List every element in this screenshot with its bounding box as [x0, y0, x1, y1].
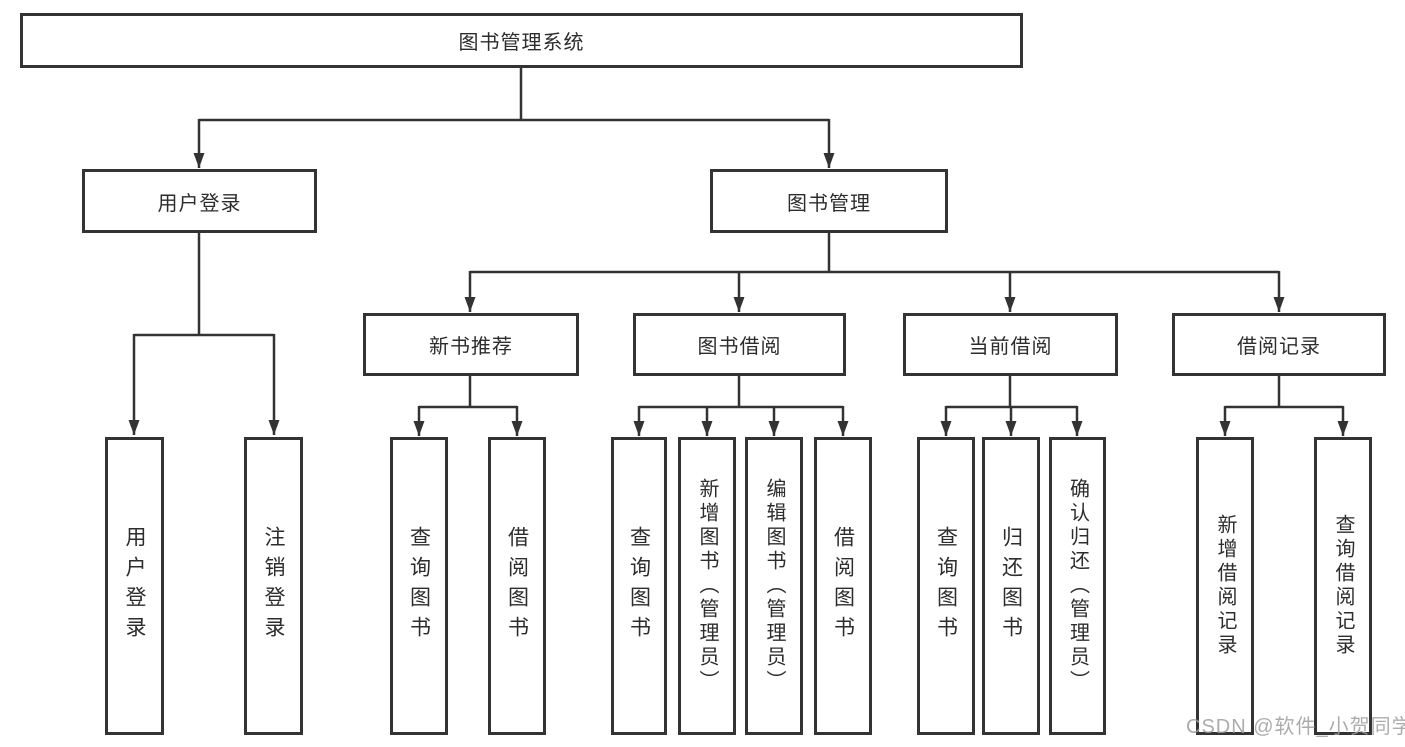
leaf-logout: 注销登录	[244, 437, 303, 735]
csdn-watermark: CSDN @软件_小贺同学	[1186, 716, 1405, 738]
leaf-recommend-borrow-books: 借阅图书	[488, 437, 546, 735]
node-current-borrow: 当前借阅	[903, 313, 1118, 376]
leaf-add-borrow-record: 新增借阅记录	[1196, 437, 1254, 735]
leaf-current-query-books: 查询图书	[917, 437, 975, 735]
leaf-confirm-return-admin: 确认归还（管理员）	[1049, 437, 1106, 735]
leaf-return-books: 归还图书	[982, 437, 1040, 735]
leaf-user-login: 用户登录	[105, 437, 164, 735]
node-root-system: 图书管理系统	[20, 13, 1023, 68]
node-user-login: 用户登录	[82, 169, 317, 233]
node-borrow-records: 借阅记录	[1172, 313, 1386, 376]
node-book-management: 图书管理	[710, 169, 948, 233]
leaf-borrow-query-books: 查询图书	[611, 437, 667, 735]
leaf-add-book-admin: 新增图书（管理员）	[678, 437, 736, 735]
node-book-borrow: 图书借阅	[633, 313, 846, 376]
node-new-book-recommend: 新书推荐	[363, 313, 579, 376]
leaf-borrow-books: 借阅图书	[814, 437, 872, 735]
leaf-edit-book-admin: 编辑图书（管理员）	[745, 437, 803, 735]
leaf-query-borrow-record: 查询借阅记录	[1314, 437, 1372, 735]
leaf-recommend-query-books: 查询图书	[390, 437, 448, 735]
